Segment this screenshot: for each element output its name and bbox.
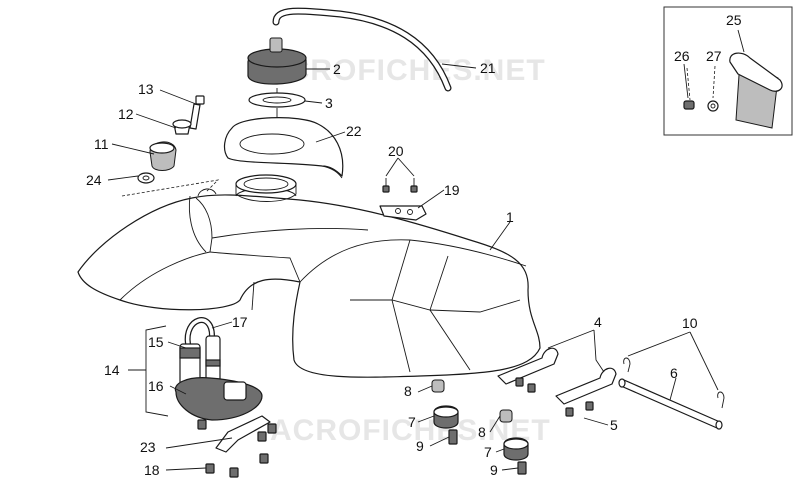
part-3-gasket (248, 88, 306, 122)
callout-8-lower: 8 (478, 424, 486, 440)
part-21-hose (272, 7, 452, 92)
part-10-clips (623, 357, 725, 409)
part-7-lower-spacer (503, 437, 529, 461)
callout-20: 20 (388, 143, 404, 159)
callout-5: 5 (610, 417, 618, 433)
callout-27: 27 (706, 48, 722, 64)
part-7-upper-spacer (433, 405, 459, 429)
part-2-fuel-cap (247, 37, 307, 85)
callout-17: 17 (232, 314, 248, 330)
mounting-dashed-line (121, 179, 220, 197)
callout-11: 11 (94, 136, 109, 152)
part-4-bracket-right (555, 367, 617, 417)
callout-12: 12 (118, 106, 134, 122)
callout-15: 15 (148, 334, 164, 350)
callout-3: 3 (325, 95, 333, 111)
part-19-bracket (379, 205, 427, 221)
part-23-bracket (215, 415, 271, 453)
part-27-washer (707, 65, 719, 112)
part-9-upper-bolt (448, 429, 458, 445)
leader-lines (107, 29, 745, 471)
callout-10: 10 (682, 315, 698, 331)
callout-24: 24 (86, 172, 102, 188)
part-26-screw (683, 67, 695, 110)
callout-7-lower: 7 (484, 444, 492, 460)
part-9-lower-bolt (517, 461, 527, 475)
inset-frame (663, 6, 793, 136)
part-8-upper-mount (431, 379, 445, 393)
tank-filler-neck (235, 174, 297, 202)
part-4-bracket-left (497, 347, 559, 393)
part-14-pump-assembly-bracket (145, 325, 169, 417)
part-20-screws (382, 178, 418, 193)
callout-9-upper: 9 (416, 438, 424, 454)
part-12-spacer (172, 119, 192, 135)
part-1-fuel-tank (77, 188, 541, 378)
callout-19: 19 (444, 182, 460, 198)
watermark-top: ACROFICHES.NET (265, 54, 546, 87)
callout-1: 1 (506, 209, 514, 225)
part-22-filler-cover (223, 117, 344, 179)
callout-16: 16 (148, 378, 164, 394)
part-16-pump-flange (174, 377, 263, 421)
callout-26: 26 (674, 48, 690, 64)
part-13-bolt (189, 95, 205, 130)
callout-18: 18 (144, 462, 160, 478)
part-11-grommet (149, 141, 177, 171)
part-6-rod (618, 378, 723, 430)
callout-4: 4 (594, 314, 602, 330)
callout-6: 6 (670, 365, 678, 381)
callout-23: 23 (140, 439, 156, 455)
callout-9-lower: 9 (490, 462, 498, 478)
callout-labels: 1 2 3 4 5 6 7 7 8 8 9 9 10 11 12 13 14 1… (86, 12, 742, 478)
part-18-screws (197, 419, 277, 478)
callout-7-upper: 7 (408, 414, 416, 430)
part-8-lower-mount (499, 409, 513, 423)
part-25-bracket (729, 52, 783, 129)
callout-2: 2 (333, 61, 341, 77)
part-24-washer (137, 172, 155, 184)
part-17-hose (184, 317, 215, 345)
callout-25: 25 (726, 12, 742, 28)
callout-13: 13 (138, 81, 154, 97)
callout-22: 22 (346, 123, 362, 139)
callout-21: 21 (480, 60, 496, 76)
callout-8-upper: 8 (404, 383, 412, 399)
callout-14: 14 (104, 362, 120, 378)
